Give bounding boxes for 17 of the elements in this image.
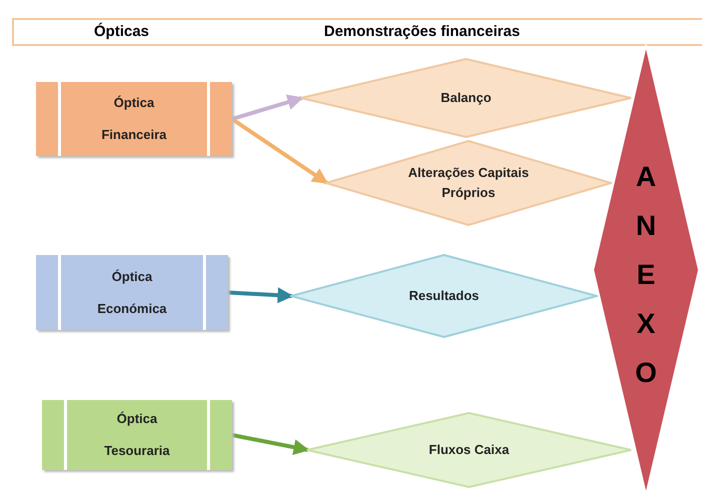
arrow [230,117,328,185]
node-label: Óptica Económica [96,268,168,318]
node-label: Fluxos Caixa [428,441,510,459]
node-label: Resultados [408,287,480,305]
column-heading: Demonstrações financeiras [324,22,520,42]
node-label: Alterações Capitais Próprios [407,164,530,202]
process-box [36,255,228,330]
arrow [228,287,294,304]
node-label: Óptica Tesouraria [103,410,171,460]
process-box [42,400,232,470]
node-label: Balanço [440,89,492,107]
column-heading: Ópticas [94,22,150,42]
process-box [36,82,232,156]
node-label: Óptica Financeira [100,94,168,144]
arrow [231,94,304,121]
node-label: ANEXO [634,160,658,390]
arrow [232,433,310,456]
